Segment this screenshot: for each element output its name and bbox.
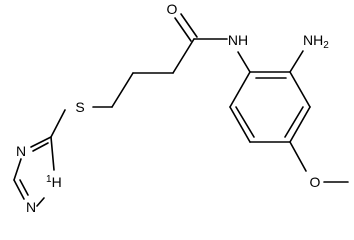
ring-bond-2 bbox=[289, 71, 311, 108]
ring-bond-3 bbox=[289, 106, 311, 143]
amide-nh-label: NH bbox=[228, 32, 248, 48]
methoxy-oxygen-label: O bbox=[310, 174, 321, 190]
ring-bond-5 bbox=[229, 106, 251, 143]
triazole-bond-c5-n4-inner bbox=[32, 142, 49, 152]
triazole-n4-label: N bbox=[16, 143, 26, 159]
sulfur-label: S bbox=[75, 99, 84, 115]
triazole-n2-label: N bbox=[26, 199, 36, 215]
triazole-bond-n1-c5 bbox=[50, 136, 55, 171]
amine-subscript: 2 bbox=[323, 40, 329, 51]
bond-ring-o bbox=[289, 141, 307, 172]
bond-carbonyl-double-1 bbox=[180, 13, 198, 38]
triazole-bond-c3-n2 bbox=[13, 179, 25, 200]
triazole-bond-n2-n1 bbox=[36, 197, 45, 207]
bond-ring-nh2 bbox=[289, 50, 304, 73]
triazole-bond-c3-n2-inner bbox=[19, 179, 29, 196]
amine-nh-text: NH bbox=[303, 32, 323, 48]
bond-s-triazole bbox=[50, 109, 66, 138]
carbonyl-oxygen-label: O bbox=[167, 1, 178, 17]
ring-inner-2 bbox=[284, 106, 304, 138]
ring-bond-6 bbox=[229, 71, 251, 108]
ring-inner-3 bbox=[235, 106, 255, 138]
triazole-nh-text: H bbox=[52, 174, 62, 190]
bond-chain-1 bbox=[172, 38, 195, 74]
triazole-bond-n4-c3 bbox=[13, 158, 22, 181]
bond-chain-3 bbox=[111, 72, 134, 108]
amine-nh2-label: NH2 bbox=[303, 32, 329, 51]
triazole-nh-label: 1H bbox=[46, 174, 62, 190]
bond-carbonyl-double-2 bbox=[174, 17, 192, 42]
molecule-svg: O NH NH2 S O N N 1H bbox=[13, 1, 349, 215]
triazole-h-prefix: 1 bbox=[46, 174, 52, 185]
bond-n-ring bbox=[237, 51, 251, 73]
triazole-bond-c5-n4 bbox=[30, 136, 52, 148]
structure-diagram: O NH NH2 S O N N 1H bbox=[13, 1, 349, 215]
